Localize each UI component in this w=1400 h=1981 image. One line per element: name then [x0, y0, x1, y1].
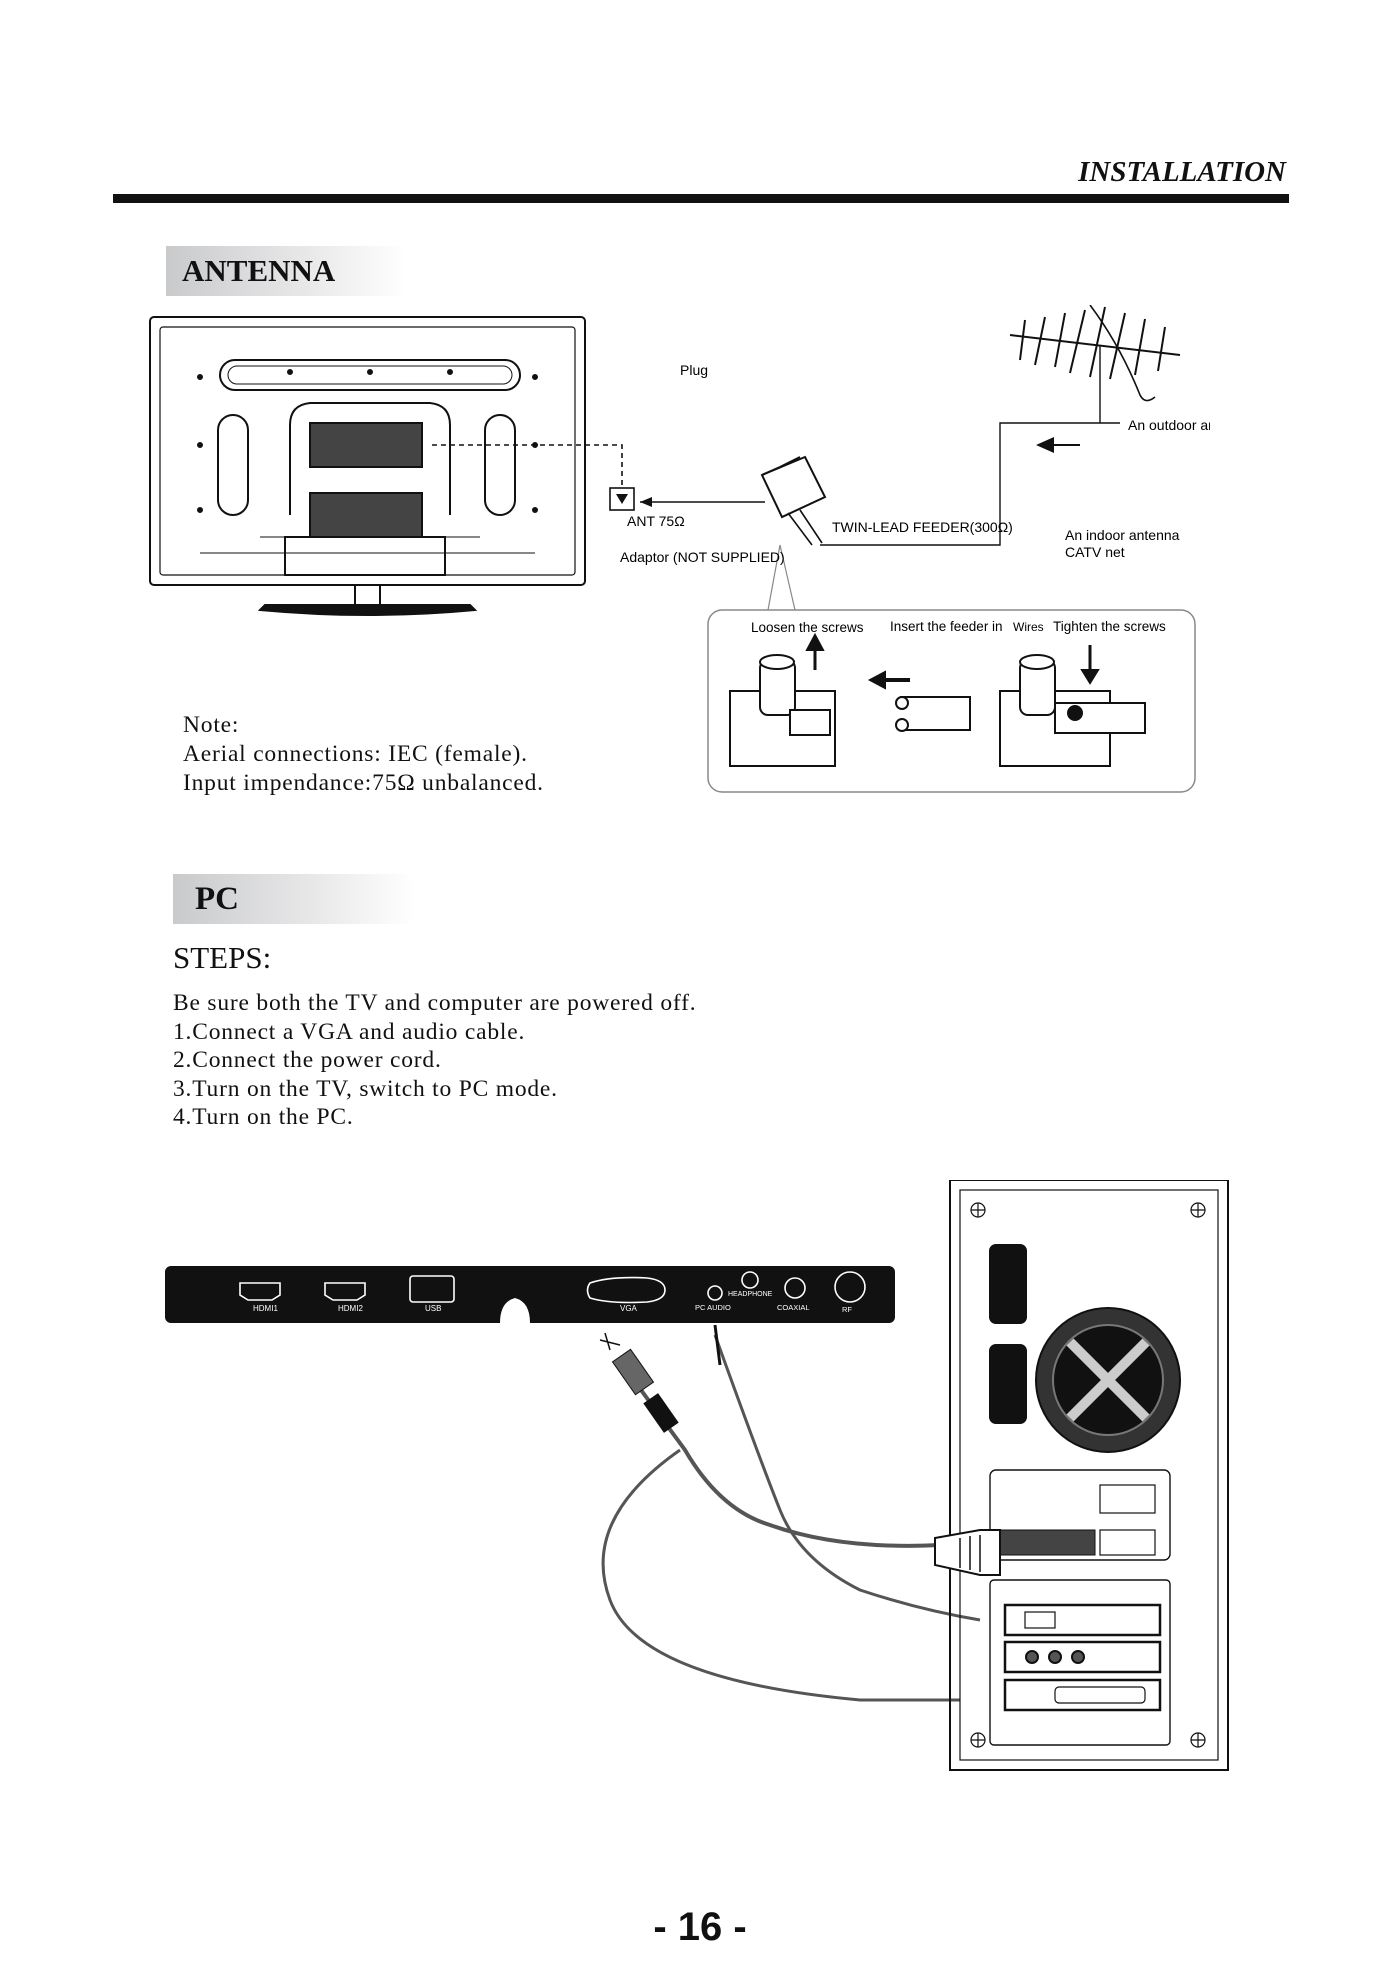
- vga-audio-cables: [599, 1324, 981, 1702]
- step-3: 3.Turn on the TV, switch to PC mode.: [173, 1075, 558, 1102]
- note-line-2: Input impendance:75Ω unbalanced.: [183, 770, 544, 796]
- rf-port-icon: [834, 1271, 866, 1303]
- steps-title: STEPS:: [173, 940, 272, 975]
- adaptor-label: Adaptor (NOT SUPPLIED): [620, 549, 785, 565]
- note-heading: Note:: [183, 712, 240, 738]
- section-title-pc: PC: [173, 874, 415, 924]
- pc-audio-port-icon: [707, 1285, 723, 1301]
- terminal-detail-illustration: [729, 632, 1146, 767]
- insert-feeder-label: Insert the feeder in: [890, 619, 1003, 634]
- header-rule: [113, 194, 1289, 203]
- vga-port-icon: [586, 1276, 666, 1304]
- steps-list: Be sure both the TV and computer are pow…: [173, 989, 696, 1132]
- vga-label: VGA: [620, 1304, 638, 1313]
- pc-audio-label: PC AUDIO: [695, 1303, 731, 1312]
- section-title-antenna: ANTENNA: [166, 246, 406, 296]
- hdmi1-port-icon: [239, 1282, 281, 1301]
- indoor-antenna-label: An indoor antenna: [1065, 527, 1180, 543]
- headphone-label: HEADPHONE: [728, 1291, 773, 1298]
- pc-connection-diagram: HDMI1 HDMI2 USB VGA HEADPHONE PC AUDIO C…: [165, 1180, 1229, 1771]
- coaxial-port-icon: [784, 1277, 806, 1299]
- feeder-label: TWIN-LEAD FEEDER(300Ω): [832, 519, 1013, 535]
- tv-port-panel: HDMI1 HDMI2 USB VGA HEADPHONE PC AUDIO C…: [165, 1266, 895, 1323]
- coaxial-label: COAXIAL: [777, 1303, 810, 1312]
- outdoor-antenna-icon: [1009, 305, 1181, 423]
- headphone-port-icon: [741, 1271, 759, 1289]
- wires-label: Wires: [1013, 620, 1044, 634]
- usb-port-icon: [409, 1275, 455, 1303]
- feeder-detail-box: [707, 609, 1196, 793]
- plug-icon: [760, 455, 827, 546]
- plug-label: Plug: [680, 362, 708, 378]
- ant-jack-icon: [609, 487, 635, 511]
- tighten-screws-label: Tighten the screws: [1053, 619, 1166, 634]
- catv-label: CATV net: [1065, 544, 1125, 560]
- antenna-note: Note: Aerial connections: IEC (female). …: [183, 711, 544, 798]
- hdmi2-label: HDMI2: [338, 1304, 363, 1313]
- power-socket-icon: [989, 1244, 1027, 1324]
- ant-label: ANT 75Ω: [627, 513, 685, 529]
- step-1: 1.Connect a VGA and audio cable.: [173, 1018, 526, 1045]
- outdoor-antenna-label: An outdoor antenna: [1128, 417, 1210, 433]
- rf-label: RF: [842, 1305, 852, 1314]
- pc-tower-illustration: [934, 1180, 1229, 1771]
- page-number: - 16 -: [653, 1905, 747, 1949]
- hdmi2-port-icon: [324, 1282, 366, 1301]
- antenna-diagram: Plug An outdoor antenna ANT 75Ω TWIN-LEA…: [149, 305, 1210, 793]
- step-intro: Be sure both the TV and computer are pow…: [173, 990, 697, 1016]
- usb-label: USB: [425, 1304, 441, 1313]
- step-2: 2.Connect the power cord.: [173, 1047, 442, 1073]
- note-line-1: Aerial connections: IEC (female).: [183, 741, 528, 767]
- step-4: 4.Turn on the PC.: [173, 1104, 354, 1130]
- hdmi1-label: HDMI1: [253, 1304, 278, 1313]
- power-socket-2-icon: [989, 1344, 1027, 1424]
- tv-back-illustration: [149, 316, 586, 616]
- loosen-screws-label: Loosen the screws: [751, 620, 864, 635]
- header-title: INSTALLATION: [1078, 156, 1286, 188]
